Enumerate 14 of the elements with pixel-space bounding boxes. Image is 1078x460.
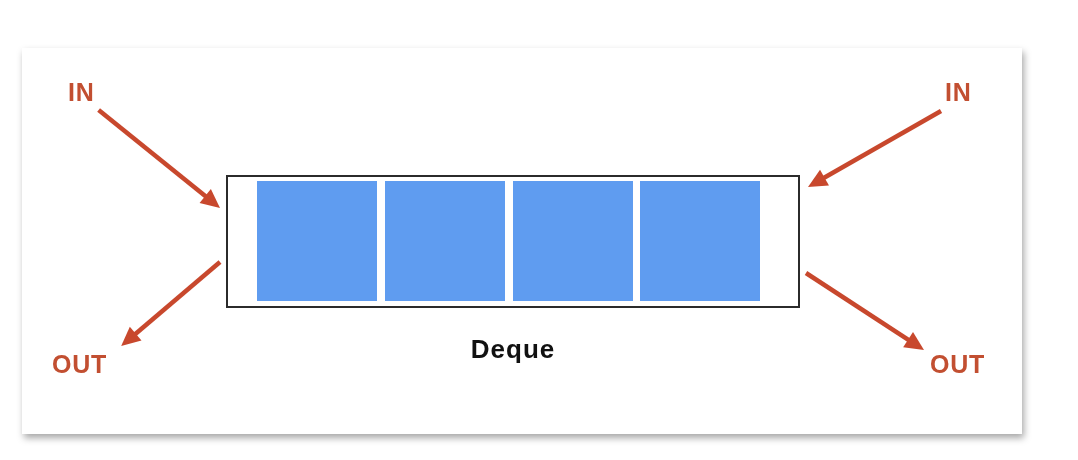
arrow [97, 108, 220, 208]
flow-label: OUT [930, 352, 986, 377]
arrow [808, 109, 943, 187]
flow-label: IN [68, 80, 95, 105]
arrow [804, 271, 924, 350]
deque-container [226, 175, 800, 308]
arrow [121, 260, 222, 346]
node-label: Deque [470, 336, 556, 362]
flow-label: OUT [52, 352, 108, 377]
deque-slot [513, 181, 633, 301]
deque-slot [385, 181, 505, 301]
flow-label: IN [945, 80, 972, 105]
deque-slot [257, 181, 377, 301]
deque-slot [640, 181, 760, 301]
